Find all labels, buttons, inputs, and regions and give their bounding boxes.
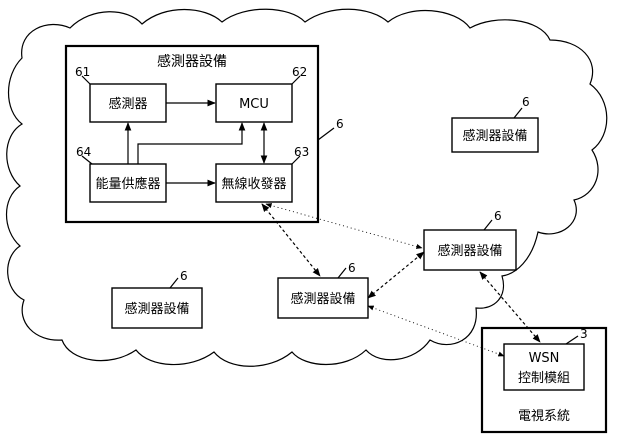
sensor-node-right-leader bbox=[483, 219, 493, 231]
sensor-device-ref: 6 bbox=[336, 117, 344, 131]
sensor-ref-leader bbox=[81, 75, 91, 85]
sensor-device-title: 感測器設備 bbox=[157, 53, 227, 70]
wsn-title: WSN bbox=[529, 351, 560, 366]
power-ref: 64 bbox=[76, 145, 91, 159]
sensor-label: 感測器 bbox=[108, 96, 147, 112]
mcu-box bbox=[215, 83, 293, 123]
mcu-label: MCU bbox=[239, 97, 269, 112]
link-center-to-wsn-module bbox=[367, 305, 505, 357]
sensor-node-center-ref: 6 bbox=[348, 261, 356, 275]
power-ref-leader bbox=[81, 155, 93, 165]
sensor-node-right-label: 感測器設備 bbox=[437, 243, 502, 259]
wsn-control-module-box bbox=[503, 343, 585, 391]
sensor-node-top-right-label: 感測器設備 bbox=[462, 128, 527, 144]
tv-system-label: 電視系統 bbox=[518, 409, 570, 424]
sensor-node-center-label: 感測器設備 bbox=[290, 291, 355, 307]
wsn-ref: 3 bbox=[580, 327, 588, 341]
link-center-to-right-node bbox=[367, 251, 425, 299]
sensor-node-right-ref: 6 bbox=[494, 209, 502, 223]
sensor-node-center-leader bbox=[337, 267, 347, 279]
mcu-ref: 62 bbox=[292, 65, 307, 79]
arrow-power-to-mcu bbox=[137, 122, 246, 164]
sensor-node-top-right-ref: 6 bbox=[522, 95, 530, 109]
power-supply-box bbox=[89, 163, 167, 203]
mcu-ref-leader bbox=[291, 75, 301, 85]
transceiver-ref-leader bbox=[291, 155, 301, 165]
sensor-node-left-leader bbox=[169, 277, 179, 289]
wsn-subtitle: 控制模組 bbox=[518, 371, 570, 386]
sensor-box bbox=[89, 83, 167, 123]
transceiver-ref: 63 bbox=[294, 145, 309, 159]
link-right-node-to-wsn-module bbox=[479, 271, 541, 343]
wsn-ref-leader bbox=[565, 335, 579, 345]
link-transceiver-to-right-node bbox=[265, 203, 423, 249]
sensor-node-left-label: 感測器設備 bbox=[124, 301, 189, 317]
sensor-node-left-ref: 6 bbox=[180, 269, 188, 283]
sensor-ref: 61 bbox=[75, 65, 90, 79]
sensor-node-center-box bbox=[277, 277, 369, 319]
sensor-node-left-box bbox=[111, 287, 203, 329]
power-supply-label: 能量供應器 bbox=[95, 176, 160, 192]
transceiver-label: 無線收發器 bbox=[221, 176, 286, 192]
sensor-node-right-box bbox=[423, 229, 517, 271]
sensor-node-top-right-leader bbox=[513, 107, 523, 119]
sensor-node-top-right-box bbox=[451, 117, 539, 153]
transceiver-box bbox=[215, 163, 293, 203]
sensor-device-ref-leader bbox=[317, 127, 335, 141]
